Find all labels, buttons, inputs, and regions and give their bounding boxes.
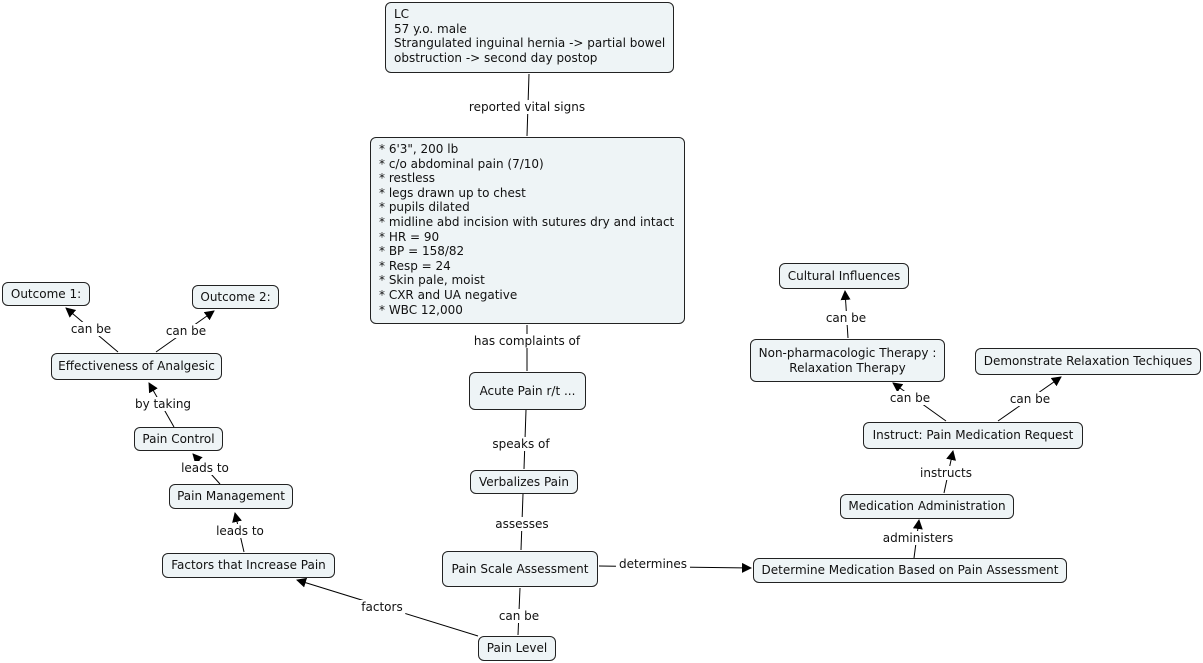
vital-signs-node[interactable]: * 6'3", 200 lb * c/o abdominal pain (7/1… [370,137,685,324]
pain-control-node[interactable]: Pain Control [134,427,223,451]
link-label-reported-vital-signs: reported vital signs [465,100,589,114]
pain-scale-assessment-node[interactable]: Pain Scale Assessment [442,551,598,587]
medication-administration-node[interactable]: Medication Administration [840,494,1014,519]
vital-sign-line: * midline abd incision with sutures dry … [379,214,675,229]
vital-sign-line: * WBC 12,000 [379,302,463,317]
nonpharm-line-1: Non-pharmacologic Therapy : [758,345,937,360]
vital-sign-line: * restless [379,171,436,186]
link-label-administers: administers [879,531,957,545]
link-label-can-be-outcome-2: can be [162,324,210,338]
determine-medication-node[interactable]: Determine Medication Based on Pain Asses… [753,558,1067,583]
vital-sign-line: * BP = 158/82 [379,244,465,259]
vital-sign-line: * c/o abdominal pain (7/10) [379,156,544,171]
patient-summary-node[interactable]: LC 57 y.o. male Strangulated inguinal he… [385,2,674,73]
vital-sign-line: * legs drawn up to chest [379,185,526,200]
vital-sign-line: * pupils dilated [379,200,470,215]
verbalizes-pain-node[interactable]: Verbalizes Pain [470,470,578,494]
vital-sign-line: * HR = 90 [379,229,440,244]
vital-sign-line: * CXR and UA negative [379,287,518,302]
vital-sign-line: * 6'3", 200 lb [379,142,459,156]
link-label-factors: factors [358,600,406,614]
factors-increase-pain-node[interactable]: Factors that Increase Pain [162,553,335,578]
link-label-has-complaints-of: has complaints of [470,334,584,348]
acute-pain-node[interactable]: Acute Pain r/t ... [469,372,586,410]
link-label-can-be-pain-level: can be [495,609,543,623]
vital-sign-line: * Skin pale, moist [379,273,485,288]
patient-summary-line-2: 57 y.o. male [394,21,467,36]
nonpharm-line-2: Relaxation Therapy [789,360,906,375]
vital-sign-line: * Resp = 24 [379,258,451,273]
link-label-determines: determines [615,557,691,571]
pain-management-node[interactable]: Pain Management [169,484,293,509]
link-label-speaks-of: speaks of [489,437,553,451]
outcome-2-node[interactable]: Outcome 2: [192,285,279,309]
instruct-pain-medication-node[interactable]: Instruct: Pain Medication Request [863,422,1083,449]
link-label-leads-to-control: leads to [178,461,232,475]
link-label-can-be-cultural: can be [822,311,870,325]
outcome-1-node[interactable]: Outcome 1: [2,282,90,306]
pain-level-node[interactable]: Pain Level [478,636,556,661]
effectiveness-analgesic-node[interactable]: Effectiveness of Analgesic [51,353,222,380]
link-label-instructs: instructs [917,466,975,480]
link-label-assesses: assesses [492,517,552,531]
link-label-leads-to-management: leads to [213,524,267,538]
patient-summary-line-1: LC [394,7,410,21]
cultural-influences-node[interactable]: Cultural Influences [779,263,909,289]
link-label-can-be-nonpharm: can be [886,391,934,405]
patient-summary-line-4: obstruction -> second day postop [394,50,598,65]
patient-summary-line-3: Strangulated inguinal hernia -> partial … [394,36,666,51]
link-label-can-be-outcome-1: can be [67,322,115,336]
demonstrate-relaxation-node[interactable]: Demonstrate Relaxation Techiques [975,348,1201,375]
link-label-by-taking: by taking [131,397,195,411]
nonpharmacologic-therapy-node[interactable]: Non-pharmacologic Therapy : Relaxation T… [750,339,945,382]
link-label-can-be-demonstrate: can be [1006,392,1054,406]
